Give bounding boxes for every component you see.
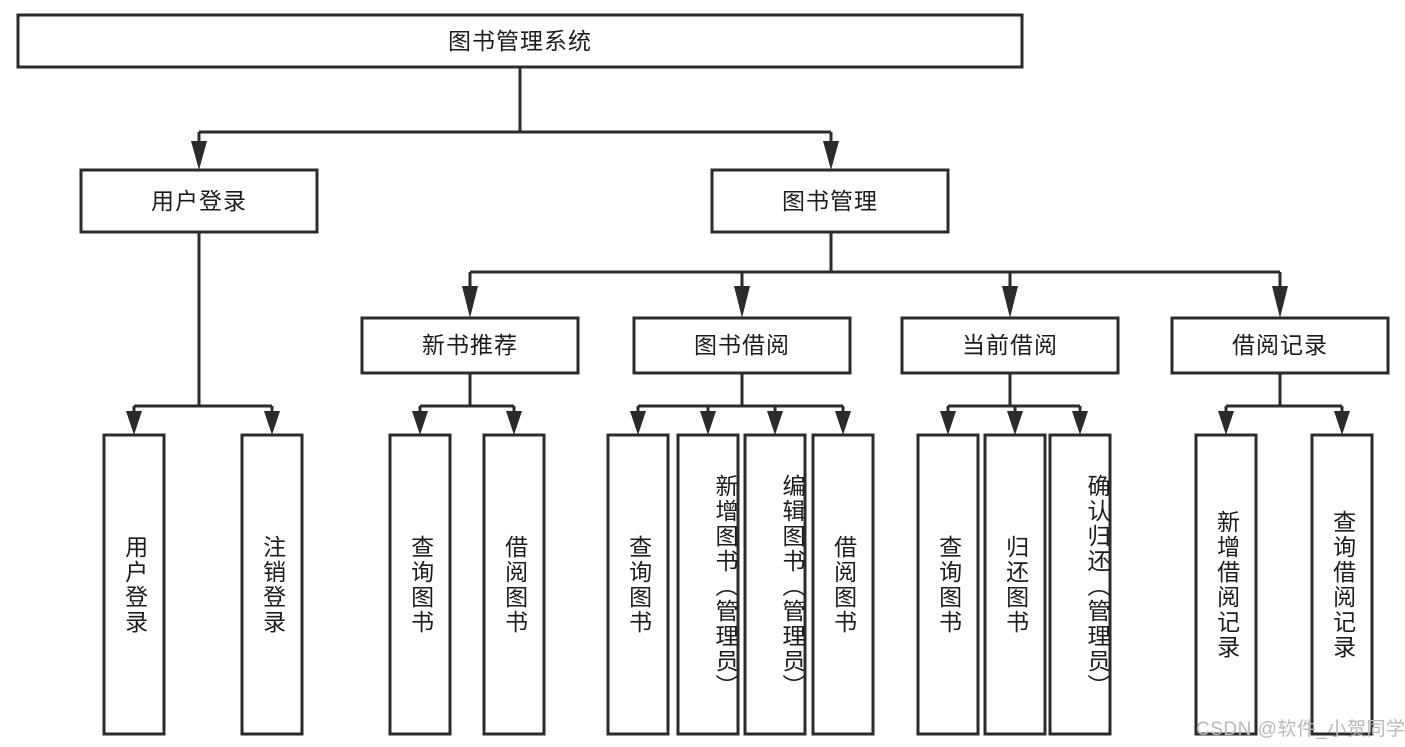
arrow-head-leaf-borrow-book-2 bbox=[835, 411, 851, 435]
node-label-book-borrow: 图书借阅 bbox=[694, 332, 790, 358]
node-label-book-manage: 图书管理 bbox=[782, 187, 878, 214]
node-label-leaf-add-record: 新增借阅记录 bbox=[1213, 509, 1240, 660]
node-box-leaf-confirm-return[interactable] bbox=[1048, 433, 1112, 736]
arrow-head-leaf-borrow-book-1 bbox=[506, 411, 522, 435]
node-label-leaf-logout-login: 注销登录 bbox=[259, 534, 286, 635]
node-label-leaf-return-book: 归还图书 bbox=[1002, 534, 1029, 635]
node-label-leaf-user-login: 用户登录 bbox=[121, 534, 148, 635]
node-box-current-borrow[interactable] bbox=[900, 316, 1120, 375]
node-label-leaf-borrow-book-1: 借阅图书 bbox=[501, 534, 528, 635]
connector-book-borrow-to-leaves bbox=[630, 373, 851, 435]
node-box-leaf-add-record[interactable] bbox=[1194, 433, 1258, 736]
connector-new-book-rec-to-leaves bbox=[412, 373, 522, 435]
arrow-head-new-book-rec bbox=[462, 286, 478, 318]
node-label-leaf-query-book-3: 查询图书 bbox=[935, 534, 962, 635]
csdn-watermark: CSDN @软件_小贺同学 bbox=[1196, 719, 1405, 740]
arrow-head-leaf-add-book bbox=[700, 411, 716, 435]
node-box-leaf-query-record[interactable] bbox=[1310, 433, 1374, 736]
arrow-head-current-borrow bbox=[1002, 286, 1018, 318]
node-box-leaf-user-login[interactable] bbox=[102, 433, 166, 736]
connector-borrow-record-to-leaves bbox=[1218, 373, 1350, 435]
arrow-head-book-manage bbox=[823, 141, 839, 170]
node-box-leaf-add-book[interactable] bbox=[676, 433, 740, 736]
node-box-leaf-borrow-book-1[interactable] bbox=[482, 433, 546, 736]
node-label-leaf-add-book: 新增图书（管理员） bbox=[712, 473, 738, 699]
arrow-head-book-borrow bbox=[734, 286, 750, 318]
node-box-leaf-query-book-2[interactable] bbox=[606, 433, 670, 736]
arrow-head-leaf-logout-login bbox=[264, 411, 280, 435]
node-box-leaf-query-book-1[interactable] bbox=[388, 433, 452, 736]
node-label-leaf-query-record: 查询借阅记录 bbox=[1329, 509, 1356, 660]
connector-user-login-to-leaves bbox=[126, 232, 280, 435]
node-box-leaf-borrow-book-2[interactable] bbox=[811, 433, 875, 736]
node-label-new-book-rec: 新书推荐 bbox=[422, 332, 518, 358]
node-box-leaf-logout-login[interactable] bbox=[240, 433, 304, 736]
node-label-leaf-borrow-book-2: 借阅图书 bbox=[830, 534, 857, 635]
arrow-head-borrow-record bbox=[1272, 286, 1288, 318]
arrow-head-leaf-add-record bbox=[1218, 411, 1234, 435]
node-box-user-login[interactable] bbox=[79, 168, 319, 234]
connector-root-to-level2 bbox=[191, 67, 839, 170]
node-box-new-book-rec[interactable] bbox=[360, 316, 580, 375]
node-label-root: 图书管理系统 bbox=[448, 27, 592, 54]
arrow-head-leaf-query-book-3 bbox=[940, 411, 956, 435]
node-label-leaf-query-book-2: 查询图书 bbox=[625, 534, 652, 635]
arrow-head-leaf-query-record bbox=[1334, 411, 1350, 435]
node-label-borrow-record: 借阅记录 bbox=[1232, 332, 1328, 358]
arrow-head-leaf-user-login bbox=[126, 411, 142, 435]
arrow-head-user-login bbox=[191, 141, 207, 170]
node-box-root[interactable] bbox=[16, 13, 1024, 69]
arrow-head-leaf-query-book-1 bbox=[412, 411, 428, 435]
arrow-head-leaf-query-book-2 bbox=[630, 411, 646, 435]
node-label-leaf-edit-book: 编辑图书（管理员） bbox=[779, 473, 805, 699]
node-label-leaf-query-book-1: 查询图书 bbox=[407, 534, 434, 635]
arrow-head-leaf-confirm-return bbox=[1072, 411, 1088, 435]
connector-book-manage-to-level3 bbox=[462, 232, 1288, 318]
node-box-leaf-return-book[interactable] bbox=[983, 433, 1047, 736]
node-box-leaf-query-book-3[interactable] bbox=[916, 433, 980, 736]
node-label-leaf-confirm-return: 确认归还（管理员） bbox=[1084, 473, 1110, 699]
connector-current-borrow-to-leaves bbox=[940, 373, 1088, 435]
node-label-user-login: 用户登录 bbox=[151, 187, 247, 214]
node-label-current-borrow: 当前借阅 bbox=[962, 332, 1058, 358]
arrow-head-leaf-edit-book bbox=[767, 411, 783, 435]
arrow-head-leaf-return-book bbox=[1007, 411, 1023, 435]
